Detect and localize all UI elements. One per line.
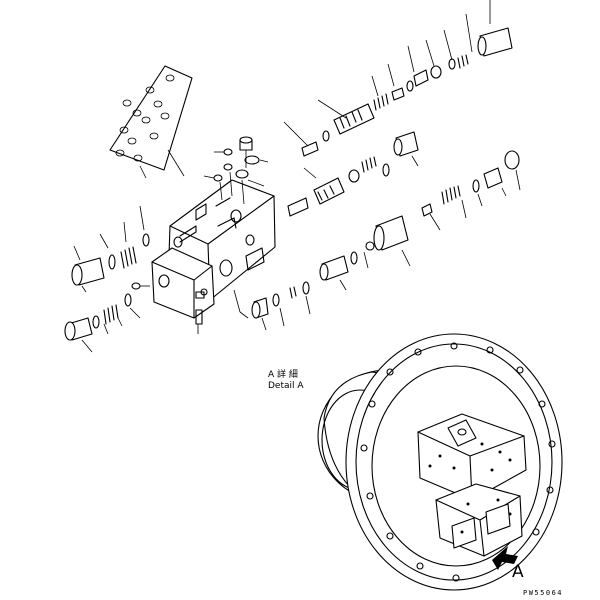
top-fittings — [203, 136, 269, 205]
spool-chain-middle — [287, 131, 419, 217]
detail-label-jp: A 詳 細 — [268, 370, 298, 380]
left-parts-lower — [64, 282, 205, 353]
view-arrow-icon — [492, 546, 518, 570]
view-letter: A — [512, 562, 524, 582]
valve-body — [151, 179, 276, 319]
detail-label-en: Detail A — [268, 381, 304, 391]
spool-chain-lower — [251, 251, 358, 331]
drawing-code: PW55064 — [523, 589, 564, 597]
gasket-sheet — [109, 65, 193, 179]
detail-a-assembly — [317, 333, 563, 591]
spool-chain-upper — [283, 0, 513, 157]
right-parts-middle — [363, 150, 521, 269]
left-parts-upper — [71, 205, 150, 293]
